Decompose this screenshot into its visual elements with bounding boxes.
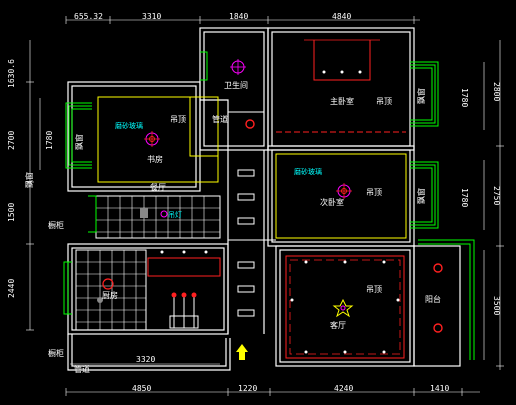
ceiling-label: 吊顶 — [366, 285, 382, 294]
bay-window-left — [65, 102, 92, 169]
study-room: 书房 吊顶 磨砂玻璃 — [97, 96, 219, 183]
dim-text: 2440 — [7, 279, 16, 298]
corridor — [228, 169, 276, 317]
dim-text: 3500 — [492, 296, 501, 315]
ceiling-label: 吊顶 — [366, 188, 382, 197]
master-bedroom: 主卧室 吊顶 — [276, 39, 406, 133]
bay-window-label: 飘窗 — [24, 172, 34, 188]
room-label-bathroom: 卫生间 — [224, 80, 248, 90]
room-label-secondary-bedroom: 次卧室 — [320, 197, 344, 207]
bay-window-top-right — [410, 61, 439, 127]
bay-window-mid-right — [410, 161, 439, 229]
room-label-living-room: 客厅 — [330, 320, 346, 330]
dim-text: 2800 — [492, 82, 501, 101]
frosted-glass-label: 磨砂玻璃 — [115, 121, 143, 130]
room-label-balcony: 阳台 — [425, 294, 441, 304]
dim-text: 3310 — [142, 12, 161, 21]
dim-text: 1500 — [7, 203, 16, 222]
dim-text: 1840 — [229, 12, 248, 21]
cabinet-label: 橱柜 — [48, 348, 64, 358]
frosted-glass-label: 磨砂玻璃 — [294, 167, 322, 176]
room-label-dining: 餐厅 — [150, 183, 166, 192]
ceiling-label: 吊顶 — [170, 115, 186, 124]
dim-text: 655.32 — [74, 12, 103, 21]
dining-light-marker — [140, 208, 148, 218]
dim-text: 4840 — [332, 12, 351, 21]
bay-window-label: 飘窗 — [74, 134, 84, 150]
pipe-label: 管道 — [212, 114, 228, 124]
dim-text: 1220 — [238, 384, 257, 393]
entrance-arrow-icon — [236, 344, 248, 360]
room-label-kitchen: 厨房 — [102, 290, 118, 300]
balcony: 阳台 — [418, 239, 475, 360]
cabinet-label: 橱柜 — [48, 220, 64, 230]
dining-area — [95, 195, 221, 239]
dim-text: 1780 — [460, 188, 469, 207]
room-label-study: 书房 — [147, 154, 163, 164]
dim-text: 2700 — [7, 131, 16, 150]
living-room: 客厅 吊顶 — [285, 255, 405, 359]
bay-window-label: 飘窗 — [416, 188, 426, 204]
dim-text: 1780 — [45, 131, 54, 150]
pipe-label: 管道 — [74, 364, 90, 374]
dim-text: 1410 — [430, 384, 449, 393]
dimension-lines — [26, 16, 504, 396]
outer-walls — [67, 27, 461, 371]
dim-text: 4850 — [132, 384, 151, 393]
bathroom: 卫生间 管道 — [200, 51, 265, 147]
kitchen — [75, 249, 147, 331]
dim-text: 3320 — [136, 355, 155, 364]
dining-light-label: 吊灯 — [168, 210, 182, 219]
dim-text: 1630.6 — [7, 59, 16, 88]
room-label-master-bedroom: 主卧室 — [330, 96, 354, 106]
ceiling-label: 吊顶 — [376, 97, 392, 106]
dim-text: 1780 — [460, 88, 469, 107]
dim-text: 2750 — [492, 186, 501, 205]
bay-window-label: 飘窗 — [416, 88, 426, 104]
secondary-bedroom: 次卧室 吊顶 磨砂玻璃 — [275, 153, 407, 239]
dim-text: 4240 — [334, 384, 353, 393]
pendant-lights — [169, 292, 199, 329]
